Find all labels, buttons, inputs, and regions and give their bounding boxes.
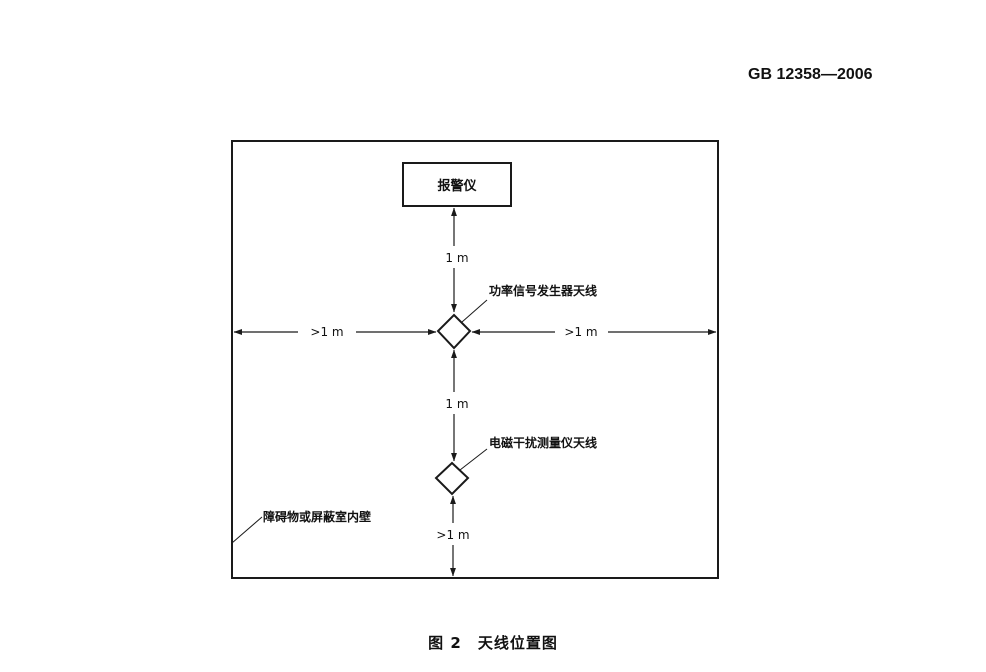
standard-code: GB 12358—2006 <box>748 66 873 83</box>
meter-antenna-diamond <box>434 461 470 496</box>
signal-antenna-leader <box>461 299 488 323</box>
meter-antenna-leader <box>459 448 488 471</box>
dimension-label-signal-meter: 1 m <box>445 397 468 411</box>
alarm-box <box>402 162 512 207</box>
enclosure-frame <box>231 140 719 579</box>
dimension-label-left-signal: >1 m <box>310 325 343 339</box>
meter-antenna-label: 电磁干扰测量仪天线 <box>489 435 597 450</box>
dimension-label-signal-right: >1 m <box>564 325 597 339</box>
alarm-box-label: 报警仪 <box>437 178 477 194</box>
signal-antenna-diamond <box>436 313 472 350</box>
wall-leader <box>231 516 263 544</box>
dimension-label-alarm-signal: 1 m <box>445 251 468 265</box>
signal-antenna-label: 功率信号发生器天线 <box>489 283 597 298</box>
dimension-label-meter-bottom: >1 m <box>436 528 469 542</box>
wall-label: 障碍物或屏蔽室内壁 <box>263 509 371 524</box>
figure-caption: 图 2 天线位置图 <box>428 634 558 652</box>
